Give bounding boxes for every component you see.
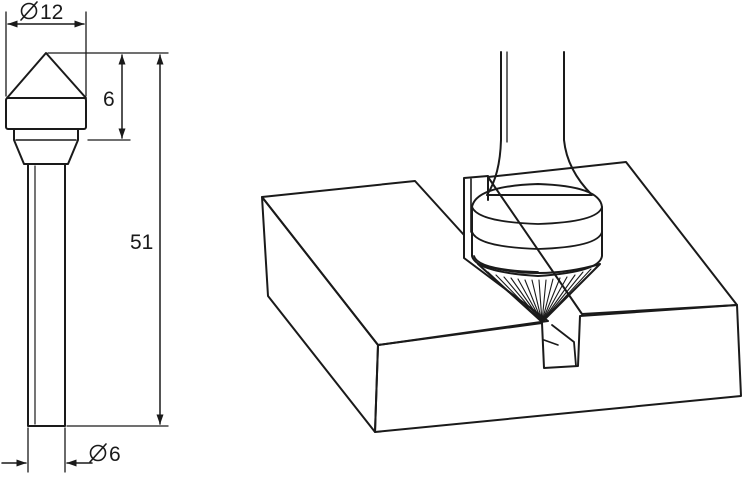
workpiece-block: [261, 161, 742, 433]
burr-head-band: [5, 97, 87, 130]
burr-in-use: [471, 51, 603, 323]
cutting-flutes: [487, 268, 592, 323]
burr-neck: [13, 128, 79, 165]
tool-shaft: [486, 51, 593, 196]
tool-cone: [477, 263, 601, 323]
burr-cone-head: [6, 52, 87, 99]
head-diameter-label: 12: [40, 1, 63, 24]
burr-side-view: [5, 52, 87, 427]
tool-collar: [471, 183, 603, 277]
dimension-head-diameter: 12: [5, 1, 87, 97]
head-height-label: 6: [103, 88, 115, 111]
total-length-label: 51: [130, 231, 153, 254]
shank-diameter-label: 6: [109, 443, 121, 466]
burr-shank: [27, 163, 66, 427]
diameter-symbol-icon: [89, 443, 107, 463]
dimension-shank-diameter: 6: [1, 427, 121, 473]
dimension-head-height: 6: [47, 52, 169, 141]
diameter-symbol-icon: [20, 1, 38, 21]
dimension-total-length: 51: [66, 54, 169, 427]
